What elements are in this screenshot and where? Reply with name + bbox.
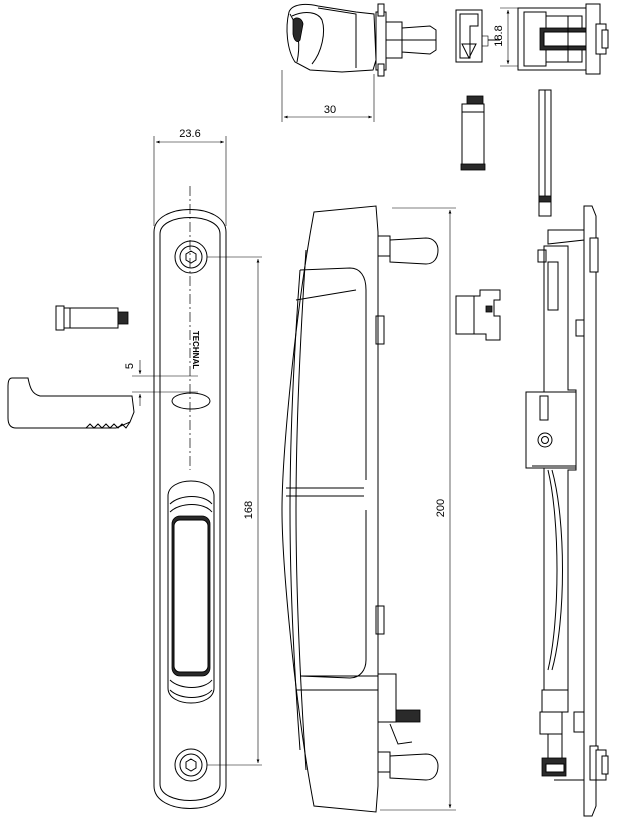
brand-mark: TECHNAL: [191, 331, 200, 369]
clip-part-view: 30: [281, 3, 437, 122]
end-view-mechanism: [517, 3, 609, 75]
pin-part-view: [460, 95, 486, 171]
bracket-part-view: 18.8: [455, 7, 520, 67]
dim-plate-width: 23.6: [179, 128, 200, 140]
dim-overall-height: 200: [435, 499, 447, 517]
bar-strip-view: [538, 89, 552, 217]
dim-slot-offset: 5: [124, 363, 136, 369]
rail-section-view: [525, 205, 609, 817]
front-plate-view: TECHNAL 23.6 168 5: [124, 128, 262, 809]
dim-hole-spacing: 168: [243, 501, 255, 519]
small-bracket-view: [455, 289, 501, 341]
pin-left-view: [55, 305, 129, 331]
handle-profile-view: 200: [281, 205, 456, 813]
dim-clip-width: 30: [324, 104, 336, 116]
hook-key-view: [7, 377, 135, 429]
dim-clip-height: 18.8: [493, 25, 505, 46]
